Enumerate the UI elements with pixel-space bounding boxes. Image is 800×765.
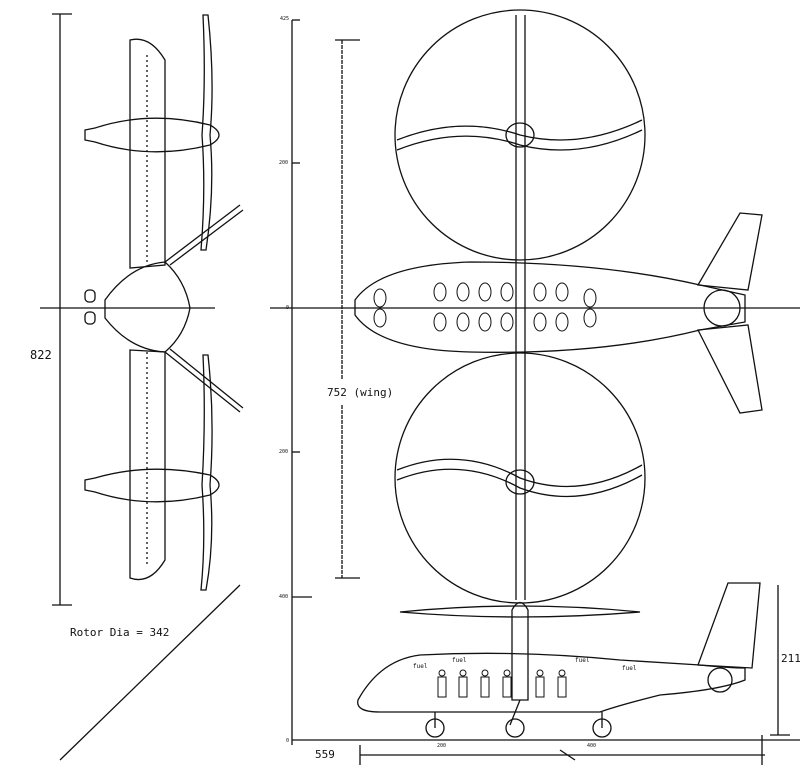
axis-tick-label: 200 bbox=[437, 743, 447, 749]
fuselage-plan bbox=[354, 261, 746, 353]
side-view bbox=[357, 582, 761, 761]
tail-fin bbox=[697, 582, 761, 669]
left-view bbox=[40, 13, 244, 761]
axis-tick-label: 400 bbox=[587, 743, 597, 749]
axis-tick-label: 200 bbox=[279, 449, 289, 455]
axes bbox=[270, 19, 800, 765]
upper-wing bbox=[129, 38, 166, 269]
lower-wing bbox=[129, 349, 166, 581]
upper-rotor-disc bbox=[394, 9, 646, 261]
lower-rotor-blade bbox=[200, 354, 213, 591]
axis-tick-label: 400 bbox=[279, 594, 289, 600]
height-label: 211 bbox=[781, 652, 800, 665]
axis-tick-label: 200 bbox=[279, 160, 289, 166]
upper-stabilizer bbox=[696, 212, 763, 291]
fuselage-front bbox=[104, 261, 191, 353]
fuselage-side bbox=[357, 652, 746, 713]
passengers-side bbox=[437, 669, 567, 698]
side-rotor-blade bbox=[399, 605, 641, 618]
upper-nacelle bbox=[84, 117, 220, 153]
lower-stabilizer bbox=[696, 324, 763, 414]
span-dimension-label: 822 bbox=[30, 348, 52, 362]
fuel-tag: fuel bbox=[413, 663, 428, 670]
plan-view bbox=[354, 9, 763, 604]
length-label: 559 bbox=[315, 748, 335, 761]
seats-plan bbox=[373, 282, 597, 332]
fuel-tag: fuel bbox=[622, 665, 637, 672]
upper-rotor-blade bbox=[200, 14, 213, 251]
fuel-tag: fuel bbox=[575, 657, 590, 664]
axis-tick-label: 425 bbox=[280, 16, 290, 22]
fuel-tag: fuel bbox=[452, 657, 467, 664]
diagonal-line bbox=[59, 584, 241, 761]
wing-span-label: 752 (wing) bbox=[327, 386, 394, 399]
rotor-diameter-label: Rotor Dia = 342 bbox=[70, 626, 170, 639]
lower-nacelle bbox=[84, 468, 220, 503]
axis-tick-label: 0 bbox=[286, 305, 290, 311]
tail-fan bbox=[703, 289, 741, 327]
axis-tick-label: 0 bbox=[286, 738, 290, 744]
